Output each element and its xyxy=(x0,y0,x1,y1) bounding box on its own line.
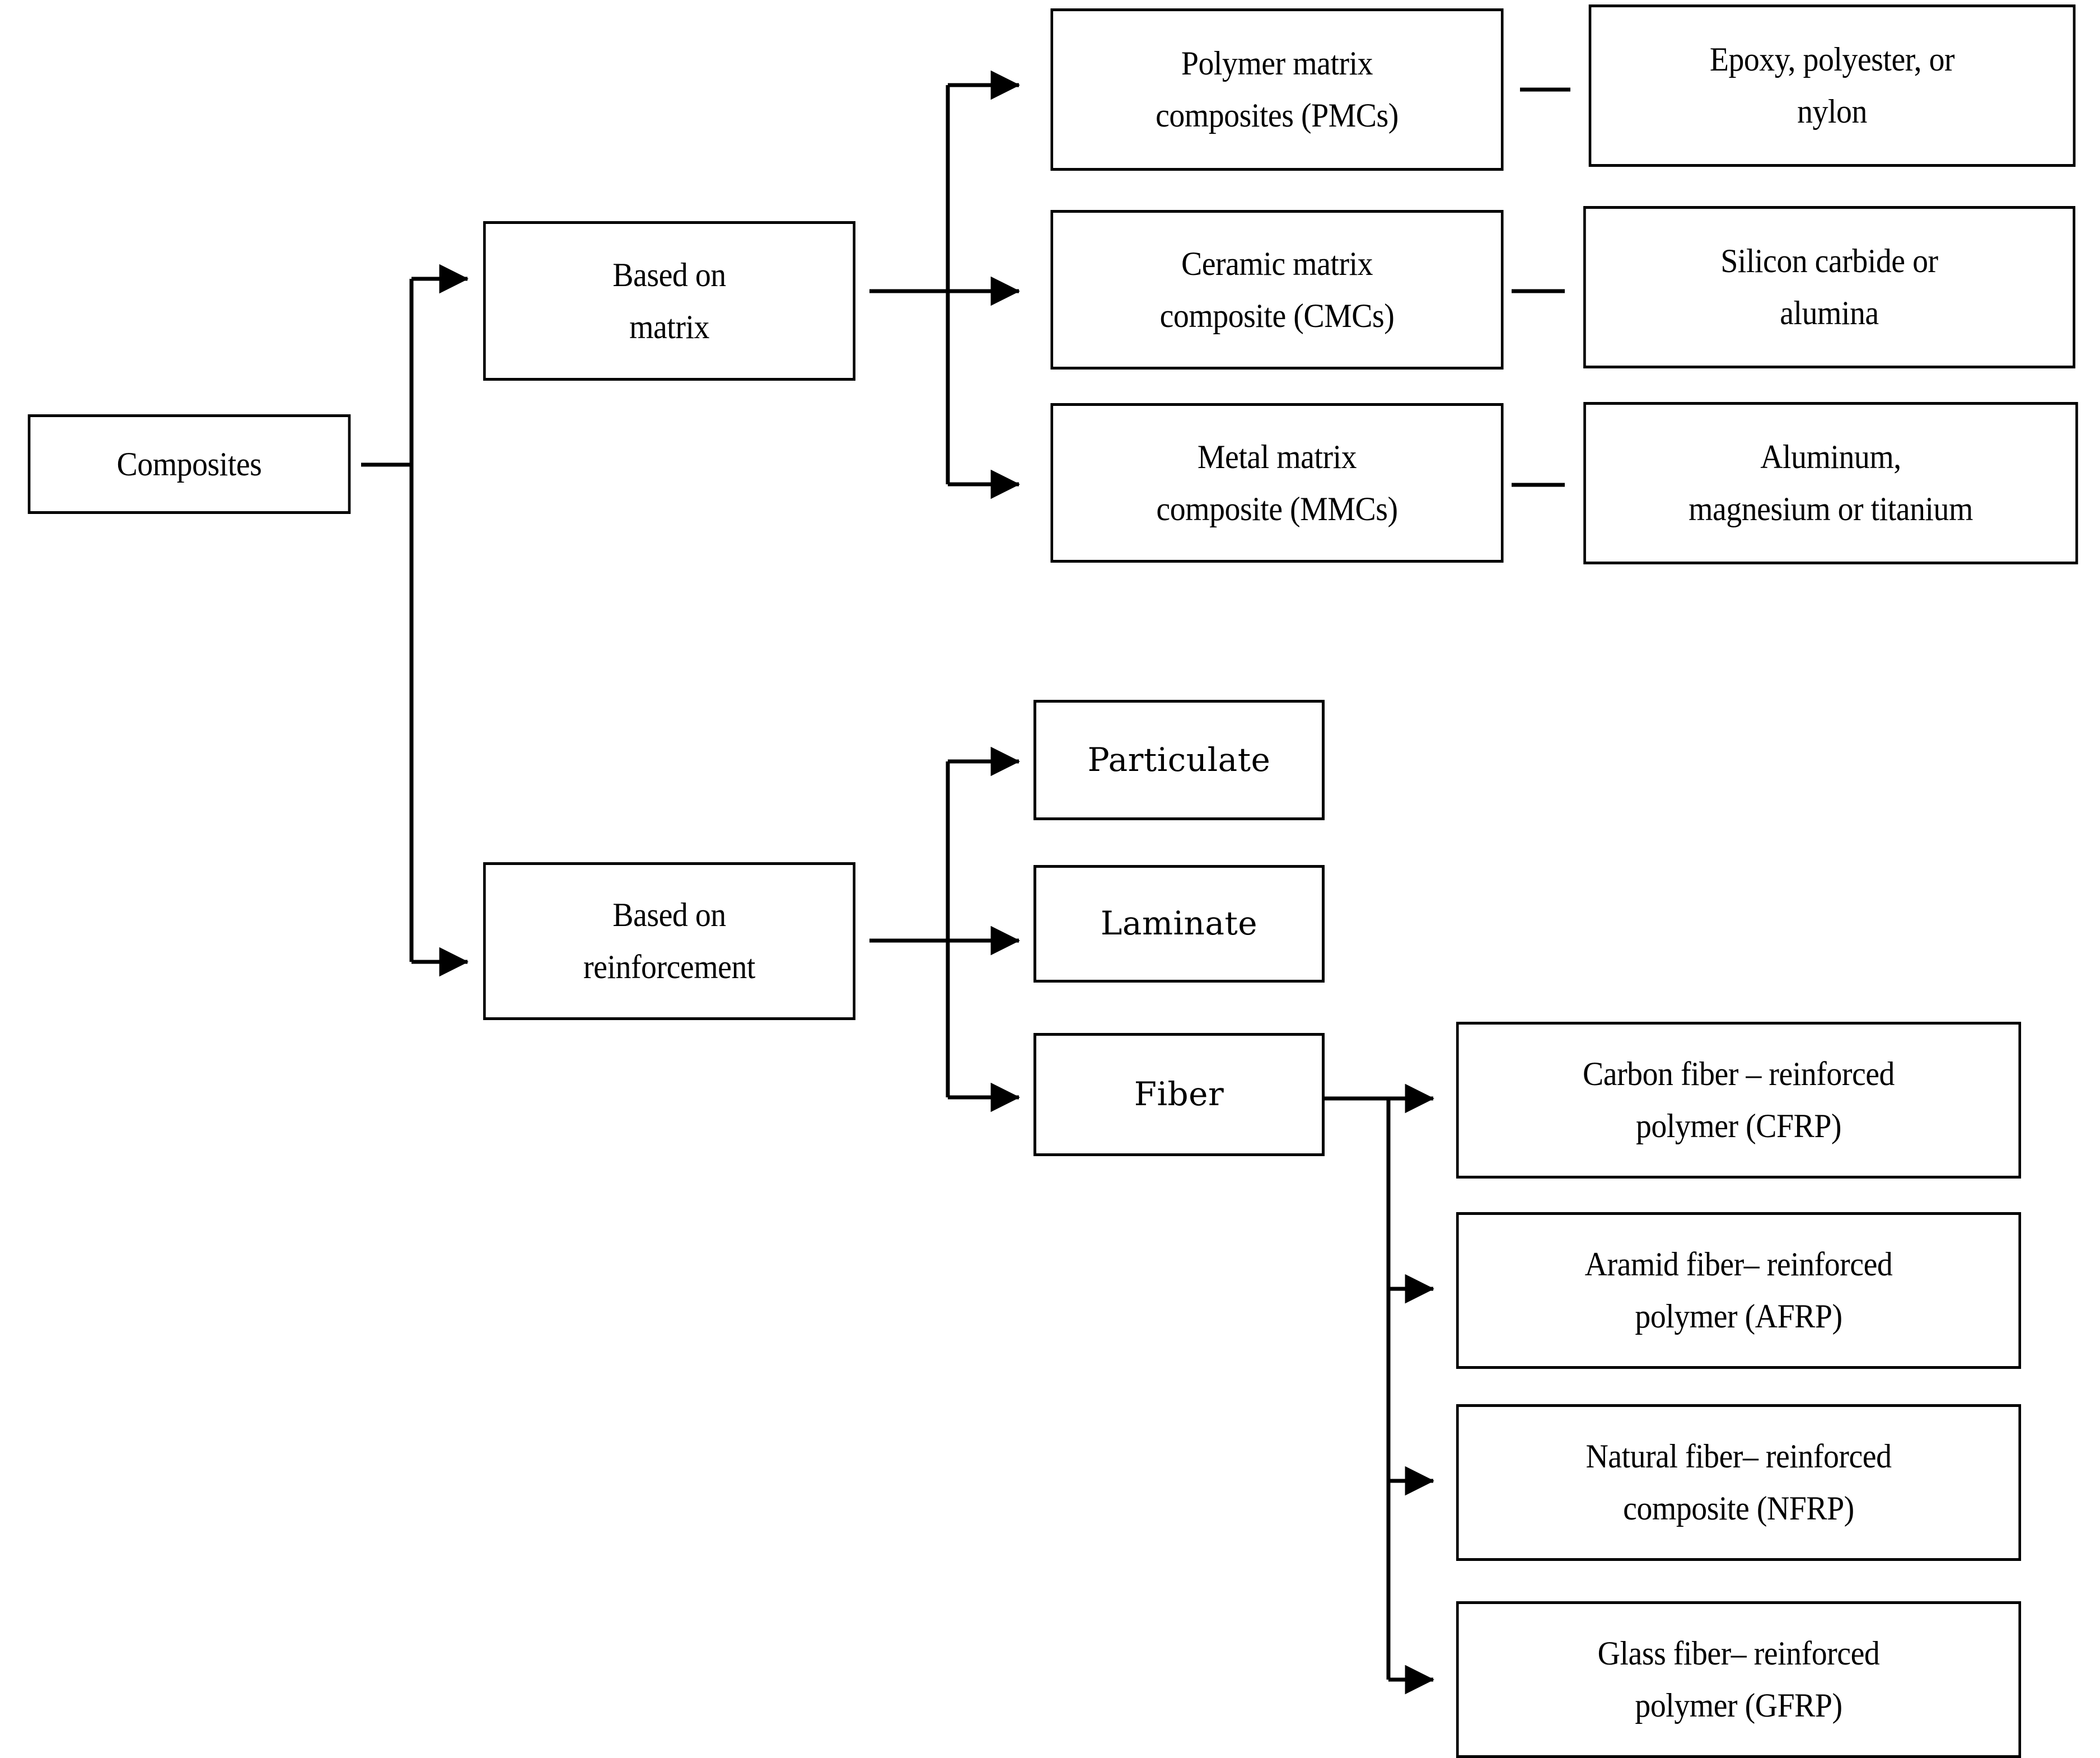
node-cmc-example[interactable]: Silicon carbide or alumina xyxy=(1583,206,2075,368)
node-natural-fiber-reinforced-composite[interactable]: Natural fiber– reinforced composite (NFR… xyxy=(1456,1404,2022,1561)
node-mmc-label: Metal matrix composite (MMCs) xyxy=(1156,438,1398,527)
node-composites[interactable]: Composites xyxy=(27,414,351,514)
node-metal-matrix-composite[interactable]: Metal matrix composite (MMCs) xyxy=(1050,403,1504,563)
node-afrp-label: Aramid fiber– reinforced polymer (AFRP) xyxy=(1584,1246,1893,1335)
node-cfrp-label: Carbon fiber – reinforced polymer (CFRP) xyxy=(1583,1055,1895,1144)
node-pmc-label: Polymer matrix composites (PMCs) xyxy=(1156,45,1399,134)
node-gfrp-label: Glass fiber– reinforced polymer (GFRP) xyxy=(1597,1635,1880,1724)
node-based-on-matrix-label: Based on matrix xyxy=(612,256,726,345)
node-polymer-matrix-composites[interactable]: Polymer matrix composites (PMCs) xyxy=(1050,8,1504,171)
node-fiber-label: Fiber xyxy=(1134,1075,1224,1114)
node-based-on-matrix[interactable]: Based on matrix xyxy=(483,221,855,381)
trunk-lines xyxy=(361,70,1570,1695)
node-ceramic-matrix-composite[interactable]: Ceramic matrix composite (CMCs) xyxy=(1050,210,1504,370)
node-cmc-label: Ceramic matrix composite (CMCs) xyxy=(1159,245,1395,334)
node-mmc-example-label: Aluminum, magnesium or titanium xyxy=(1689,438,1973,527)
node-carbon-fiber-reinforced-polymer[interactable]: Carbon fiber – reinforced polymer (CFRP) xyxy=(1456,1022,2022,1179)
node-fiber[interactable]: Fiber xyxy=(1033,1033,1325,1156)
node-nfrp-label: Natural fiber– reinforced composite (NFR… xyxy=(1585,1438,1892,1527)
node-laminate[interactable]: Laminate xyxy=(1033,865,1325,983)
node-particulate-label: Particulate xyxy=(1087,740,1271,779)
node-based-on-reinforcement-label: Based on reinforcement xyxy=(583,896,755,985)
node-cmc-example-label: Silicon carbide or alumina xyxy=(1720,242,1938,331)
node-mmc-example[interactable]: Aluminum, magnesium or titanium xyxy=(1583,402,2078,564)
node-pmc-example-label: Epoxy, polyester, or nylon xyxy=(1709,41,1955,130)
node-based-on-reinforcement[interactable]: Based on reinforcement xyxy=(483,862,855,1020)
node-aramid-fiber-reinforced-polymer[interactable]: Aramid fiber– reinforced polymer (AFRP) xyxy=(1456,1212,2022,1369)
node-composites-label: Composites xyxy=(116,445,262,483)
node-glass-fiber-reinforced-polymer[interactable]: Glass fiber– reinforced polymer (GFRP) xyxy=(1456,1601,2022,1758)
node-pmc-example[interactable]: Epoxy, polyester, or nylon xyxy=(1588,4,2076,167)
node-laminate-label: Laminate xyxy=(1100,904,1258,943)
node-particulate[interactable]: Particulate xyxy=(1033,700,1325,820)
